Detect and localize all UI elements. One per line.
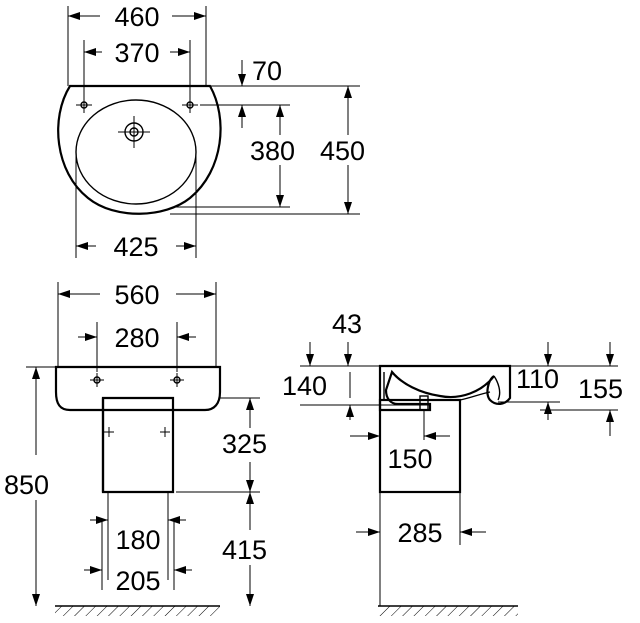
dim-180: 180 [115, 525, 160, 555]
dim-140: 140 [282, 371, 327, 401]
dim-43: 43 [332, 309, 362, 339]
dim-415: 415 [222, 535, 267, 565]
dim-155: 155 [578, 374, 623, 404]
floor-side [378, 605, 518, 616]
dim-110: 110 [516, 364, 559, 394]
dim-370: 370 [114, 38, 159, 68]
dim-150: 150 [387, 444, 432, 474]
basin-outline-top [57, 84, 222, 215]
basin-front [54, 365, 222, 412]
dim-70: 70 [252, 56, 282, 86]
front-fixing-hole-left [90, 373, 104, 387]
dim-560: 560 [114, 280, 159, 310]
dim-460: 460 [114, 2, 159, 32]
pedestal-front [101, 396, 175, 494]
dim-850: 850 [4, 470, 49, 500]
bowl-outline [75, 99, 197, 205]
dim-325: 325 [222, 429, 267, 459]
dim-205: 205 [115, 566, 160, 596]
side-view: 43 140 110 155 150 [282, 309, 623, 616]
front-view: 560 280 850 325 415 [4, 280, 267, 616]
basin-side [378, 364, 512, 412]
dim-450: 450 [320, 136, 365, 166]
dim-285: 285 [397, 518, 442, 548]
dim-280: 280 [114, 323, 159, 353]
dim-425: 425 [113, 232, 158, 262]
front-fixing-hole-right [170, 373, 184, 387]
dim-380: 380 [250, 136, 295, 166]
floor-front [55, 605, 220, 616]
top-view: 460 370 70 380 450 [57, 2, 365, 262]
